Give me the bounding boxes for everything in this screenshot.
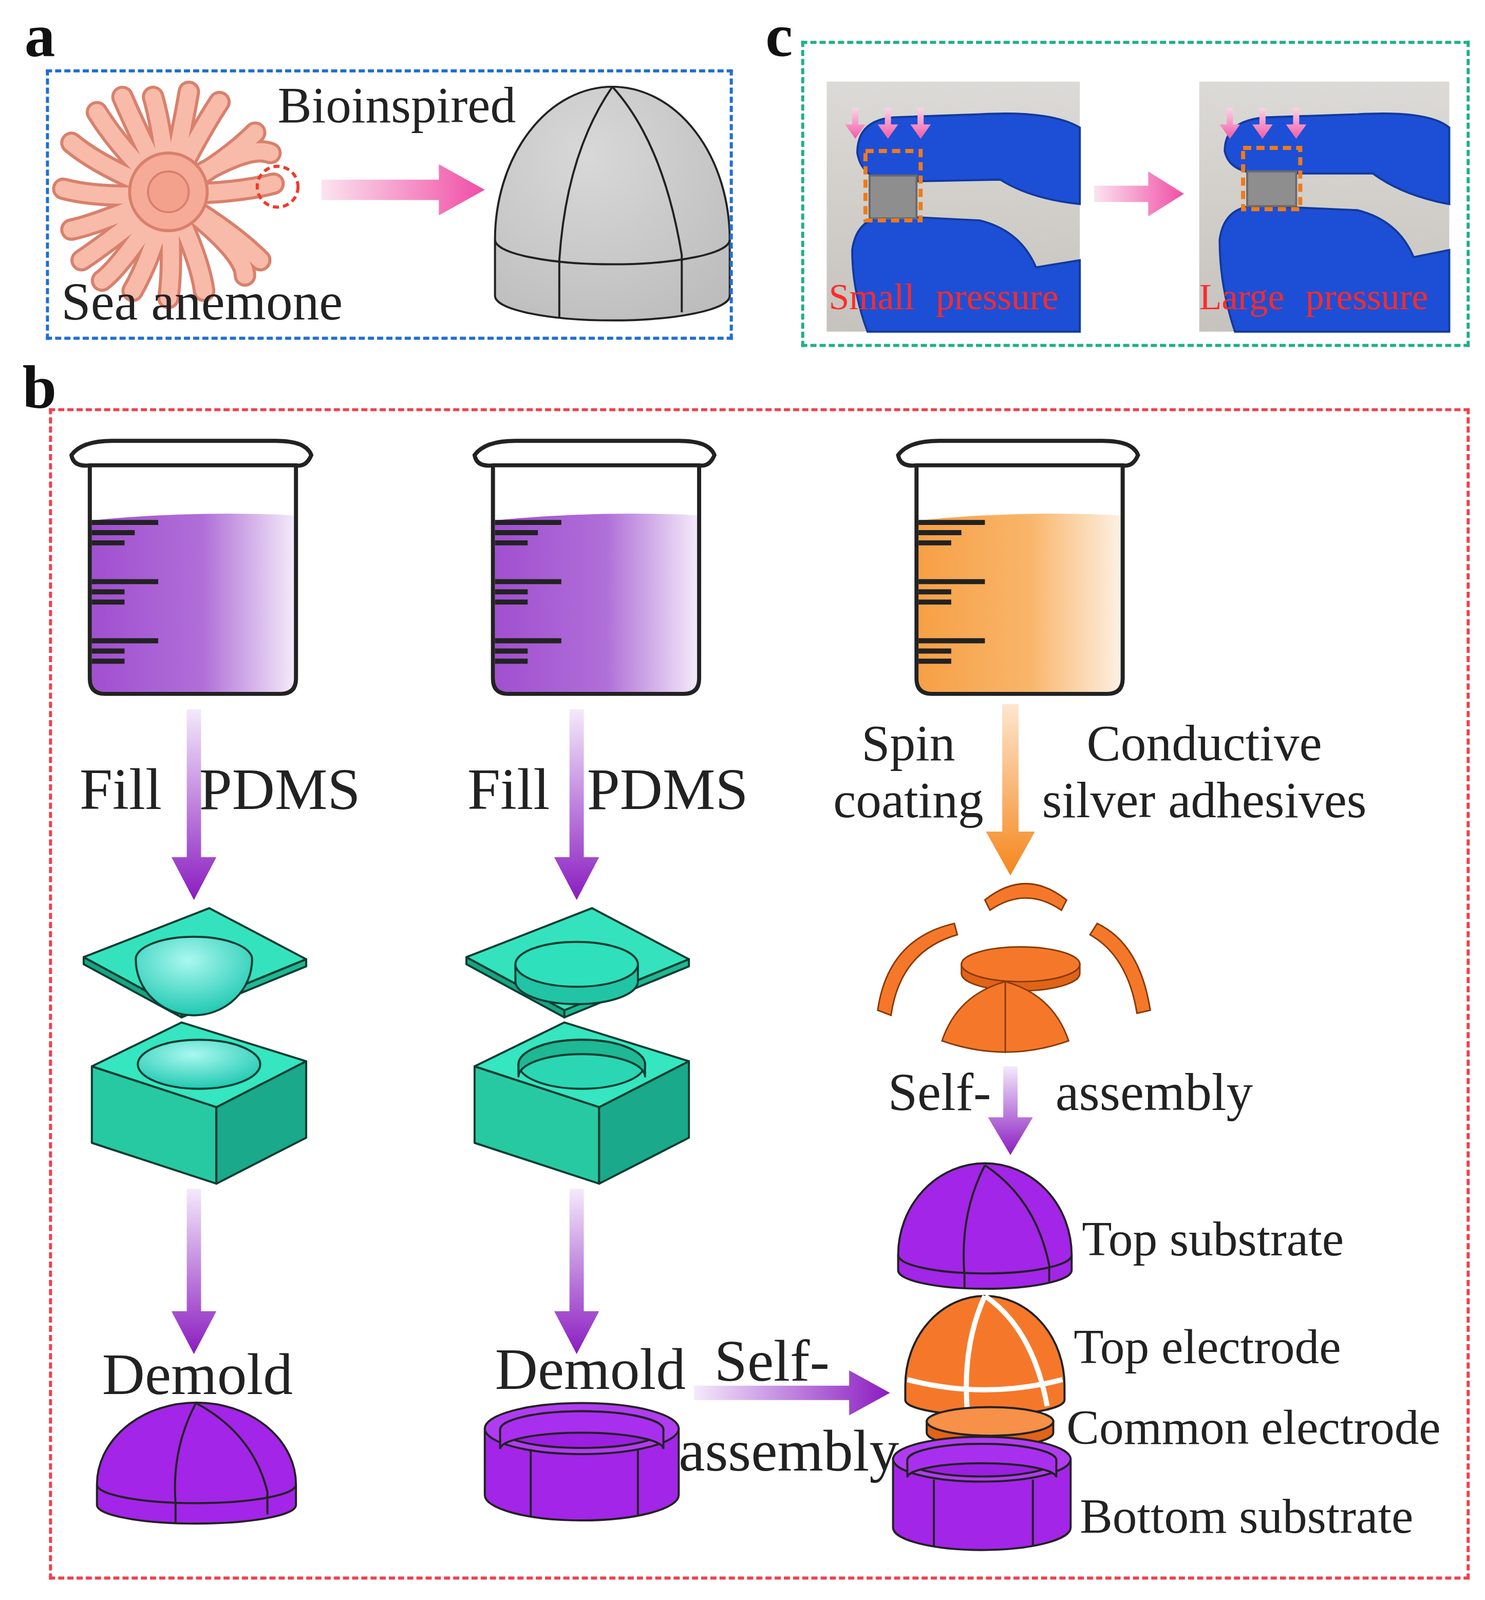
figure-label: Top substrate: [1081, 1214, 1344, 1264]
figure-label: Small pressure: [828, 278, 1059, 316]
figure-label: Top electrode: [1073, 1322, 1341, 1372]
figure-label: Bioinspired: [277, 79, 516, 131]
figure-label: Fill PDMS: [79, 760, 361, 820]
panel-letter: c: [765, 5, 793, 67]
figure-label: Conductive silver adhesives: [1030, 714, 1379, 830]
figure-label: Self- assembly: [678, 1316, 924, 1497]
figure-label: Self- assembly: [888, 1066, 1254, 1120]
figure-label: Fill PDMS: [467, 760, 749, 820]
figure-label: Demold: [102, 1344, 293, 1404]
figure-label: Common electrode: [1066, 1403, 1441, 1453]
panel-letter: b: [22, 355, 57, 418]
figure-label: Sea anemone: [61, 275, 343, 329]
panel-letter: a: [24, 5, 56, 67]
figure-label: Large pressure: [1199, 278, 1429, 316]
figure-label: Demold: [495, 1339, 686, 1399]
figure-label: Spin coating: [816, 714, 1001, 830]
figure-label: Bottom substrate: [1079, 1491, 1414, 1541]
